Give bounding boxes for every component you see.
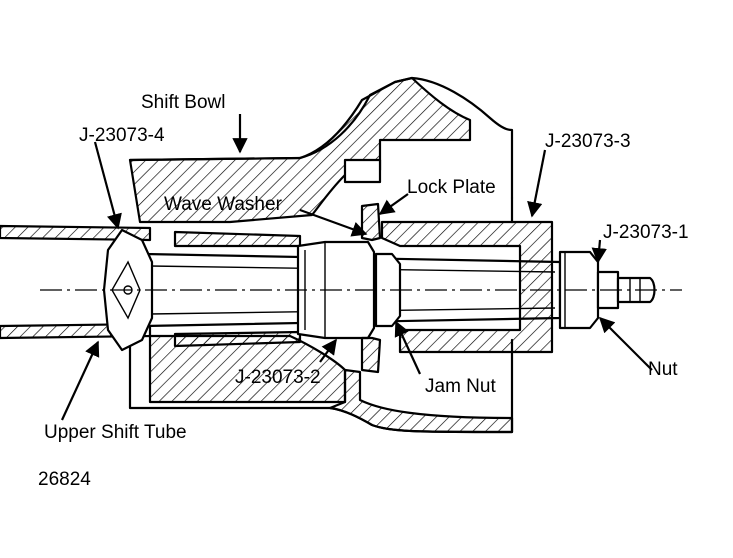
label-j-23073-4: J-23073-4 <box>79 125 165 146</box>
label-upper-shift-tube: Upper Shift Tube <box>44 422 187 443</box>
label-j-23073-1: J-23073-1 <box>603 222 689 243</box>
label-jam-nut: Jam Nut <box>425 376 496 397</box>
leader-arrows <box>61 114 653 421</box>
label-wave-washer: Wave Washer <box>164 194 283 215</box>
jam-nut-part <box>374 252 402 328</box>
label-nut: Nut <box>648 359 678 380</box>
label-j-23073-3: J-23073-3 <box>545 131 631 152</box>
tool-3-cup <box>380 220 554 354</box>
label-shift-bowl: Shift Bowl <box>141 92 225 113</box>
shift-bowl-housing <box>128 76 514 434</box>
figure-number: 26824 <box>38 469 91 490</box>
label-j-23073-2: J-23073-2 <box>235 367 321 388</box>
label-lock-plate: Lock Plate <box>407 177 496 198</box>
